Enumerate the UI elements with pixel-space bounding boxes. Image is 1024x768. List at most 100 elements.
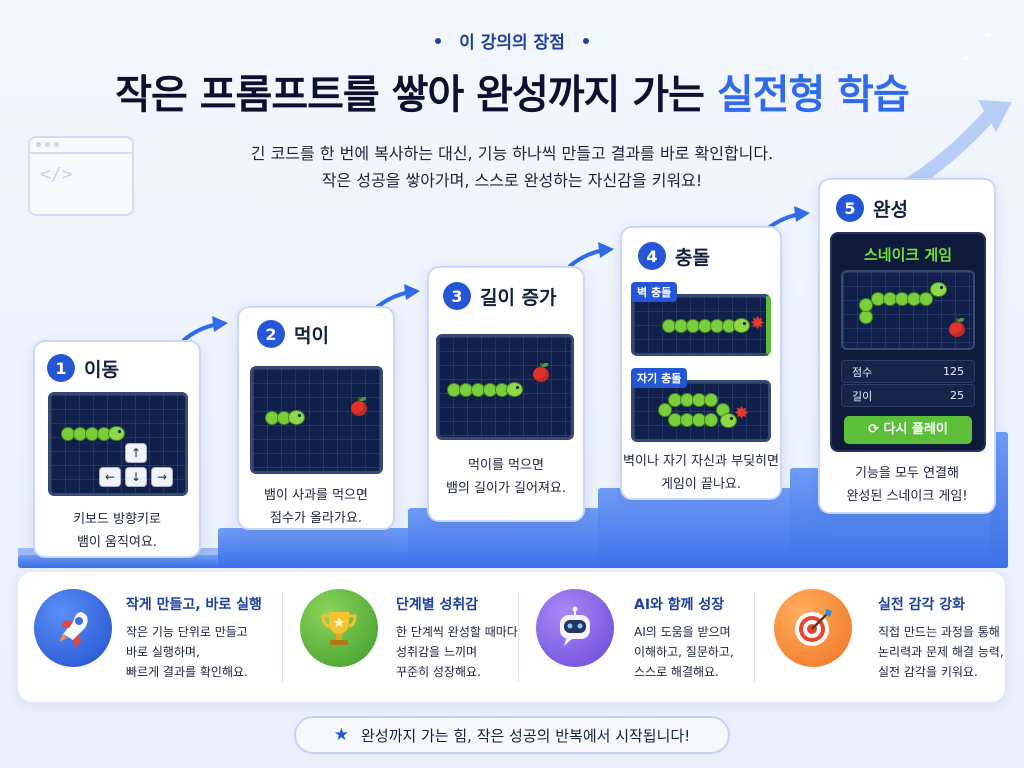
target-icon — [774, 589, 852, 667]
left-arrow-key: ← — [99, 467, 121, 487]
benefit-desc-line: 성취감을 느끼며 — [396, 645, 478, 659]
benefit-desc-line: 꾸준히 성장해요. — [396, 665, 481, 679]
step-title: 충돌 — [675, 246, 710, 269]
step-number-badge: 5 — [836, 194, 864, 222]
step-desc-line: 먹이를 먹으면 — [468, 458, 544, 473]
benefit-item-achievement: 단계별 성취감 한 단계씩 완성할 때마다 성취감을 느끼며 꾸준히 성장해요. — [284, 572, 518, 702]
score-label: 점수 — [852, 365, 873, 379]
step-description: 먹이를 먹으면 뱀의 길이가 길어져요. — [429, 454, 583, 500]
title-main: 작은 프롬프트를 쌓아 완성까지 가는 — [115, 72, 717, 118]
snake-segment — [658, 403, 672, 417]
step-header: 2 먹이 — [257, 320, 329, 348]
length-label: 길이 — [852, 389, 873, 403]
game-board — [250, 366, 383, 474]
benefit-desc-line: 작은 기능 단위로 만들고 — [126, 625, 248, 639]
code-window-decoration: </> — [28, 136, 134, 216]
title-accent: 실전형 학습 — [716, 72, 910, 118]
footer-banner: ★ 완성까지 가는 힘, 작은 성공의 반복에서 시작됩니다! — [294, 716, 730, 754]
sparkle-icon: ✦ — [962, 54, 971, 65]
divider — [518, 592, 519, 682]
code-brackets-icon: </> — [40, 164, 73, 185]
right-arrow-key: → — [151, 467, 173, 487]
footer-text: 완성까지 가는 힘, 작은 성공의 반복에서 시작됩니다! — [361, 726, 691, 745]
step-desc-line: 뱀이 사과를 먹으면 — [264, 488, 368, 503]
benefit-title: 실전 감각 강화 — [878, 597, 966, 613]
collision-burst-icon: ✸ — [734, 403, 750, 424]
step-description: 기능을 모두 연결해 완성된 스네이크 게임! — [820, 462, 994, 508]
step-desc-line: 뱀이 움직여요. — [76, 535, 158, 550]
step-desc-line: 뱀의 길이가 길어져요. — [445, 481, 567, 496]
benefit-desc-line: 스스로 해결해요. — [634, 665, 719, 679]
step-card-grow: 3 길이 증가 먹이를 먹으면 뱀의 길이가 길어져요. — [427, 266, 585, 522]
step-desc-line: 점수가 올라가요. — [270, 511, 362, 526]
wall-collision-tag: 벽 충돌 — [631, 282, 678, 302]
subtitle-line-1: 긴 코드를 한 번에 복사하는 대신, 기능 하나씩 만들고 결과를 바로 확인… — [250, 144, 774, 163]
replay-label: 다시 플레이 — [883, 422, 948, 437]
down-arrow-key: ↓ — [125, 467, 147, 487]
snake-segment — [704, 393, 718, 407]
benefit-desc-line: AI의 도움을 받으며 — [634, 625, 731, 639]
bullet-dot — [582, 38, 589, 44]
snake-segment — [859, 310, 873, 324]
wall-collision-board: ✸ — [631, 294, 771, 356]
snake-head — [930, 282, 947, 297]
replay-icon: ⟳ — [868, 422, 880, 437]
benefit-item-practical: 실전 감각 강화 직접 만드는 과정을 통해 논리력과 문제 해결 능력, 실전… — [756, 572, 1004, 702]
step-title: 길이 증가 — [480, 286, 557, 309]
step-card-move: 1 이동 ↑ ← ↓ → 키보드 방향키로 뱀이 움직여요. — [33, 340, 201, 558]
snake-head — [733, 318, 750, 333]
game-board — [841, 270, 975, 350]
up-arrow-key: ↑ — [125, 443, 147, 463]
collision-burst-icon: ✸ — [750, 313, 766, 334]
step-description: 벽이나 자기 자신과 부딪히면 게임이 끝나요. — [622, 450, 780, 496]
benefit-item-quick-run: 작게 만들고, 바로 실행 작은 기능 단위로 만들고 바로 실행하며, 빠르게… — [18, 572, 280, 702]
divider — [282, 592, 283, 682]
length-value: 25 — [950, 389, 964, 402]
snake-segment — [859, 298, 873, 312]
subtitle: 긴 코드를 한 번에 복사하는 대신, 기능 하나씩 만들고 결과를 바로 확인… — [0, 140, 1024, 194]
step-desc-line: 완성된 스네이크 게임! — [846, 489, 968, 504]
step-number-badge: 1 — [47, 354, 75, 382]
snake-head — [720, 413, 737, 428]
snake-head — [108, 426, 125, 441]
self-collision-board: ✸ — [631, 380, 771, 442]
benefit-desc-line: 논리력과 문제 해결 능력, — [878, 645, 1004, 659]
step-header: 4 충돌 — [638, 242, 710, 270]
benefit-desc-line: 빠르게 결과를 확인해요. — [126, 665, 248, 679]
benefit-desc-line: 실전 감각을 키워요. — [878, 665, 978, 679]
final-game-panel: 스네이크 게임 점수 125 길이 25 ⟳ 다시 플레이 — [830, 232, 986, 452]
kicker-text: 이 강의의 장점 — [459, 33, 565, 53]
step-header: 1 이동 — [47, 354, 119, 382]
game-board — [436, 334, 574, 440]
step-header: 3 길이 증가 — [443, 282, 557, 310]
apple-icon — [533, 363, 549, 382]
subtitle-line-2: 작은 성공을 쌓아가며, 스스로 완성하는 자신감을 키워요! — [321, 171, 703, 190]
step-desc-line: 기능을 모두 연결해 — [855, 466, 959, 481]
divider — [754, 592, 755, 682]
benefit-desc-line: 한 단계씩 완성할 때마다 — [396, 625, 518, 639]
benefit-desc: 직접 만드는 과정을 통해 논리력과 문제 해결 능력, 실전 감각을 키워요. — [878, 622, 1004, 682]
benefit-item-ai: AI와 함께 성장 AI의 도움을 받으며 이해하고, 질문하고, 스스로 해결… — [520, 572, 752, 702]
step-description: 키보드 방향키로 뱀이 움직여요. — [35, 508, 199, 554]
step-header: 5 완성 — [836, 194, 908, 222]
apple-icon — [949, 318, 965, 337]
benefit-title: AI와 함께 성장 — [634, 597, 725, 613]
sparkle-icon: ✦ — [982, 28, 994, 44]
step-number-badge: 3 — [443, 282, 471, 310]
benefit-title: 작게 만들고, 바로 실행 — [126, 597, 262, 613]
score-row: 점수 125 — [841, 360, 975, 383]
replay-button[interactable]: ⟳ 다시 플레이 — [844, 416, 972, 444]
self-collision-tag: 자기 충돌 — [631, 368, 688, 388]
benefit-desc: AI의 도움을 받으며 이해하고, 질문하고, 스스로 해결해요. — [634, 622, 734, 682]
snake-head — [288, 410, 305, 425]
page-title: 작은 프롬프트를 쌓아 완성까지 가는 실전형 학습 — [0, 62, 1024, 120]
game-title: 스네이크 게임 — [863, 246, 953, 264]
step-card-complete: 5 완성 스네이크 게임 점수 125 길이 25 ⟳ 다시 플레이 기능 — [818, 178, 996, 514]
step-desc-line: 벽이나 자기 자신과 부딪히면 — [623, 454, 779, 469]
step-title: 완성 — [873, 198, 908, 221]
step-title: 이동 — [84, 358, 119, 381]
step-title: 먹이 — [294, 324, 329, 347]
benefit-desc-line: 이해하고, 질문하고, — [634, 645, 734, 659]
trophy-icon — [300, 589, 378, 667]
rocket-icon — [34, 589, 112, 667]
